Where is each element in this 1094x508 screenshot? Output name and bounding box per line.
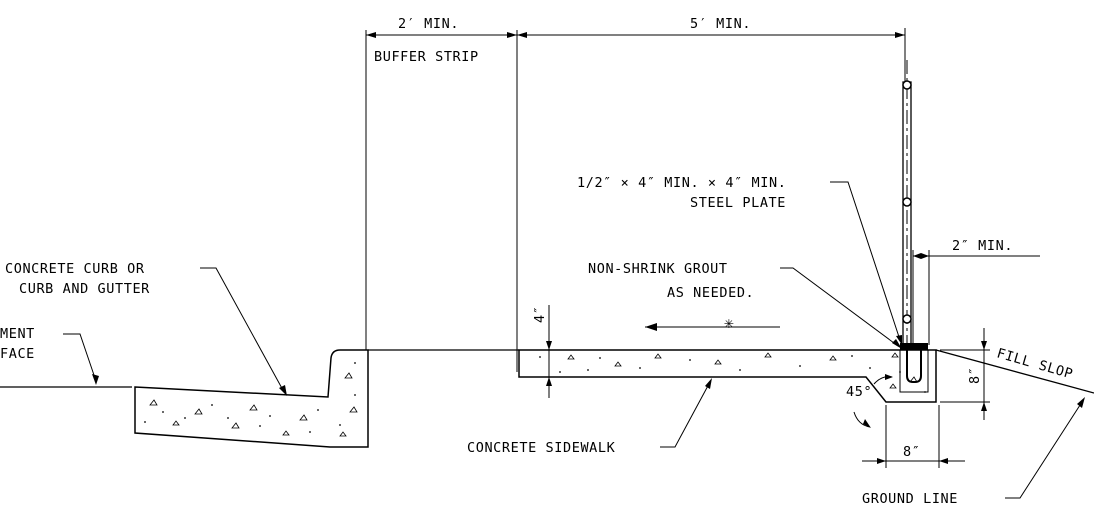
footing-width-label: 8″ bbox=[903, 444, 920, 460]
steel-plate bbox=[900, 343, 928, 350]
slope-arrow-head bbox=[645, 323, 657, 331]
dim-arrow bbox=[981, 341, 987, 350]
dim-arrow bbox=[913, 253, 921, 259]
dim-arrow bbox=[517, 32, 527, 38]
grout-fill bbox=[899, 350, 929, 393]
angle-arc-arrow bbox=[863, 419, 871, 428]
dim-arrow bbox=[507, 32, 517, 38]
grout-label-line2: AS NEEDED. bbox=[667, 285, 754, 301]
concrete-sidewalk bbox=[518, 349, 937, 403]
ground-line-leader bbox=[1005, 401, 1083, 499]
pavement-label-line2: FACE bbox=[0, 346, 35, 362]
sidewalk-thickness-label: 4″ bbox=[532, 306, 548, 323]
steel-plate-label-line2: STEEL PLATE bbox=[690, 195, 786, 211]
grout-label-line1: NON-SHRINK GROUT bbox=[588, 261, 728, 277]
pavement-leader-arrow bbox=[92, 374, 99, 385]
steel-plate-label-line1: 1/2″ × 4″ MIN. × 4″ MIN. bbox=[577, 175, 786, 191]
clearance-label: 2″ MIN. bbox=[952, 238, 1013, 254]
dim-buffer-width-label: 2′ MIN. bbox=[398, 16, 459, 32]
concrete-curb bbox=[134, 349, 369, 448]
dim-arrow bbox=[895, 32, 905, 38]
grout-leader bbox=[780, 267, 899, 347]
dim-arrow bbox=[877, 458, 886, 464]
angle-arc bbox=[853, 411, 871, 428]
pavement-leader bbox=[63, 333, 97, 382]
chamfer-arc-arrow bbox=[885, 374, 893, 380]
leader-arrow bbox=[896, 335, 902, 345]
dim-arrow bbox=[366, 32, 376, 38]
footing-depth-label: 8″ bbox=[967, 367, 983, 384]
dim-arrow bbox=[939, 458, 948, 464]
sidewalk-aggregate bbox=[567, 352, 918, 389]
concrete-sidewalk-label: CONCRETE SIDEWALK bbox=[467, 440, 616, 456]
leader-arrow bbox=[705, 378, 712, 389]
fill-slope-line bbox=[935, 349, 1094, 394]
dim-arrow bbox=[546, 377, 552, 386]
post-bolt-hole bbox=[902, 197, 912, 207]
dim-sidewalk-width-label: 5′ MIN. bbox=[690, 16, 751, 32]
asterisk-note-mark: ✳ bbox=[724, 313, 734, 332]
curb-leader-arrow bbox=[279, 385, 287, 396]
dim-arrow bbox=[546, 341, 552, 350]
ground-line-label: GROUND LINE bbox=[862, 491, 958, 507]
post-bolt-hole bbox=[902, 314, 912, 324]
curb-aggregate bbox=[149, 372, 358, 437]
curb-aggregate-dots bbox=[144, 362, 356, 433]
anchor-bolt-u bbox=[906, 350, 922, 383]
buffer-strip-label: BUFFER STRIP bbox=[374, 49, 479, 65]
curb-label-line2: CURB AND GUTTER bbox=[19, 281, 150, 297]
chamfer-angle-label: 45° bbox=[846, 384, 872, 400]
curb-leader bbox=[200, 267, 285, 393]
sidewalk-leader bbox=[660, 381, 711, 448]
pavement-label-line1: MENT bbox=[0, 326, 35, 342]
dim-arrow bbox=[981, 402, 987, 411]
dim-arrow bbox=[921, 253, 929, 259]
post-bolt-hole bbox=[902, 80, 912, 90]
steel-plate-leader bbox=[830, 181, 901, 341]
ground-line-arrow bbox=[1077, 397, 1085, 408]
leader-arrow bbox=[892, 339, 902, 349]
curb-label-line1: CONCRETE CURB OR bbox=[5, 261, 145, 277]
